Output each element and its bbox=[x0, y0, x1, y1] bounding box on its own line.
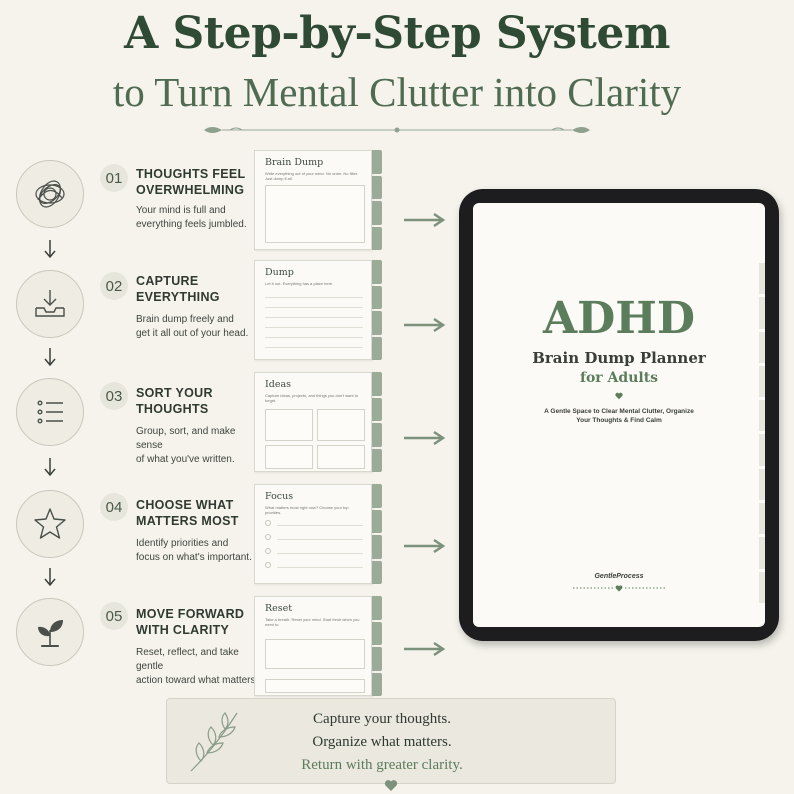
cover-subtitle: Brain Dump Planner bbox=[532, 349, 706, 367]
reset-page-preview: Reset Take a breath. Reset your mind. St… bbox=[254, 596, 372, 696]
step-4-circle bbox=[16, 490, 84, 558]
quote-box: Capture your thoughts. Organize what mat… bbox=[166, 698, 616, 784]
down-arrow-icon bbox=[44, 240, 56, 259]
step-3-circle bbox=[16, 378, 84, 446]
cover-audience: for Adults bbox=[579, 370, 659, 386]
brain-dump-page-preview: Brain Dump Write everything out of your … bbox=[254, 150, 372, 250]
quote-line-1: Capture your thoughts. bbox=[313, 711, 451, 727]
page-subtitle: to Turn Mental Clutter into Clarity bbox=[112, 69, 682, 115]
step-5-number: 05 bbox=[100, 602, 128, 630]
list-icon bbox=[37, 400, 63, 424]
right-arrow-icon bbox=[404, 430, 446, 446]
step-2-circle bbox=[16, 270, 84, 338]
step-5-circle bbox=[16, 598, 84, 666]
leaf-sprig-icon bbox=[190, 712, 238, 772]
focus-page-preview: Focus What matters most right now? Choos… bbox=[254, 484, 372, 584]
down-arrow-icon bbox=[44, 458, 56, 477]
page-tabs bbox=[372, 596, 382, 696]
page-tabs bbox=[372, 372, 382, 472]
brand-logo: GentleProcess bbox=[594, 573, 644, 580]
quote-line-2: Organize what matters. bbox=[312, 734, 452, 750]
heart-icon bbox=[384, 780, 398, 791]
step-4-number: 04 bbox=[100, 493, 128, 521]
page-tabs bbox=[372, 484, 382, 584]
ornament-divider-icon bbox=[204, 127, 590, 133]
inbox-download-icon bbox=[35, 290, 65, 317]
page-title: A Step-by-Step System bbox=[124, 8, 670, 59]
heart-icon bbox=[615, 392, 623, 400]
down-arrow-icon bbox=[44, 348, 56, 367]
ideas-page-preview: Ideas Capture ideas, projects, and thing… bbox=[254, 372, 372, 472]
dotted-heart-divider-icon bbox=[573, 585, 665, 592]
down-arrow-icon bbox=[44, 568, 56, 587]
right-arrow-icon bbox=[404, 538, 446, 554]
sprout-icon bbox=[38, 620, 63, 647]
planner-cover: ADHD Brain Dump Planner for Adults A Gen… bbox=[473, 203, 765, 627]
right-arrow-icon bbox=[404, 212, 446, 228]
step-1-number: 01 bbox=[100, 164, 128, 192]
right-arrow-icon bbox=[404, 641, 446, 657]
page-tabs bbox=[372, 150, 382, 250]
star-icon bbox=[34, 508, 66, 539]
cover-title: ADHD bbox=[542, 293, 696, 344]
tablet-mockup: ADHD Brain Dump Planner for Adults A Gen… bbox=[459, 189, 779, 641]
page-tabs bbox=[372, 260, 382, 360]
dump-page-preview: Dump Let it out. Everything has a place … bbox=[254, 260, 372, 360]
cover-tabs bbox=[759, 263, 765, 603]
step-2-number: 02 bbox=[100, 272, 128, 300]
cover-tagline: A Gentle Space to Clear Mental Clutter, … bbox=[544, 408, 694, 424]
step-1-circle bbox=[16, 160, 84, 228]
step-3-number: 03 bbox=[100, 382, 128, 410]
tangled-thoughts-icon bbox=[35, 180, 65, 208]
right-arrow-icon bbox=[404, 317, 446, 333]
quote-line-3: Return with greater clarity. bbox=[301, 757, 463, 773]
